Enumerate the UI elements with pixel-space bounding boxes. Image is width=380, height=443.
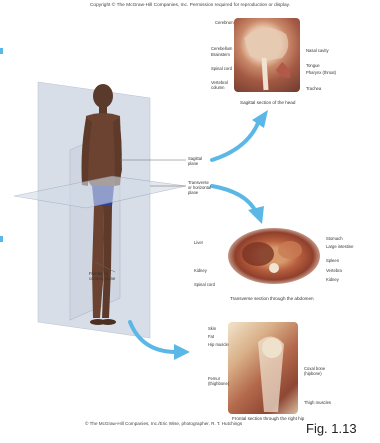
head-label-cerebellum: Cerebellum (211, 46, 232, 51)
head-label-spinal-cord: Spinal cord (211, 66, 232, 71)
hip-label-skin: Skin (208, 326, 216, 331)
head-label-tongue: Tongue (306, 63, 320, 68)
abdomen-label-spleen: Spleen (326, 258, 339, 263)
head-section-caption: Sagittal section of the head (240, 100, 295, 105)
head-label-cerebrum: Cerebrum (215, 20, 234, 25)
label-frontal-plane: Frontal, or coronal, plane (89, 271, 115, 281)
head-label-trachea: Trachea (306, 86, 321, 91)
abdomen-label-large-intestine: Large intestine (326, 244, 354, 249)
arrow-to-head (212, 118, 260, 160)
abdomen-label-kidney-left: Kidney (194, 268, 207, 273)
arrow-to-abdomen (212, 186, 256, 212)
abdomen-label-liver: Liver (194, 240, 203, 245)
copyright-bottom: © The McGraw-Hill Companies, Inc./Eric W… (85, 421, 242, 426)
abdomen-label-spinal-cord: Spinal cord (194, 282, 216, 287)
hip-label-coxal-bone: Coxal bone (hipbone) (304, 366, 334, 376)
hip-section-caption: Frontal section through the right hip (232, 416, 304, 421)
abdomen-label-stomach: Stomach (326, 236, 343, 241)
abdomen-label-kidney-right: Kidney (326, 277, 339, 282)
transverse-abdomen-image (228, 228, 320, 284)
hip-label-femur: Femur (thighbone) (208, 376, 228, 386)
frontal-hip-image (228, 322, 298, 414)
head-label-pharynx: Pharynx (throat) (306, 70, 336, 75)
head-label-brainstem: Brainstem (211, 52, 230, 57)
head-label-nasal-cavity: Nasal cavity (306, 48, 329, 53)
abdomen-section-caption: Transverse section through the abdomen (230, 296, 314, 301)
hip-label-fat: Fat (208, 334, 214, 339)
label-sagittal-plane: Sagittal plane (188, 156, 202, 166)
head-label-vertebral-column: Vertebral column (211, 80, 235, 90)
abdomen-label-vertebra: Vertebra (326, 268, 342, 273)
sagittal-head-image (234, 18, 300, 92)
hip-label-hip-muscle: Hip muscle (208, 342, 229, 347)
label-transverse-plane: Transverse or horizontal plane (188, 180, 211, 195)
hip-label-thigh-muscles: Thigh muscles (304, 400, 331, 405)
figure-label: Fig. 1.13 (306, 421, 357, 436)
